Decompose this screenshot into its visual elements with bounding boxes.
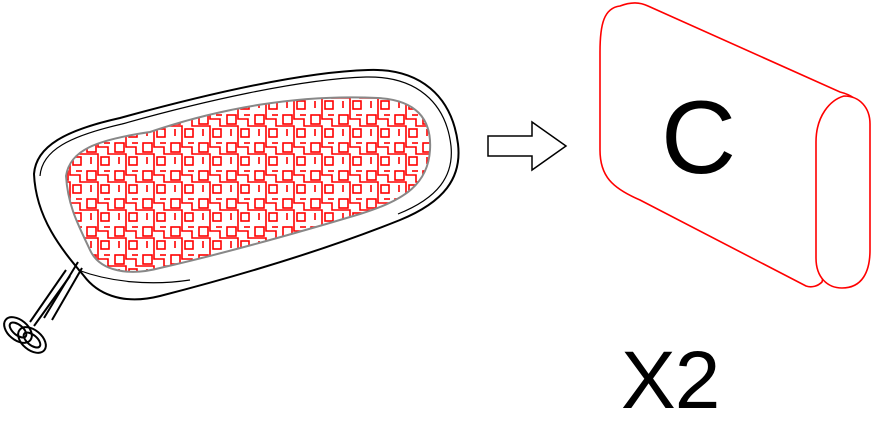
fabric-seam-edge	[39, 76, 452, 215]
part-label: C	[661, 80, 737, 196]
fabric-pattern-area	[64, 96, 432, 273]
quantity-label: X2	[621, 335, 720, 426]
scissors-icon	[3, 261, 83, 354]
fabric-piece	[32, 68, 460, 301]
pillow-front-face	[599, 2, 863, 288]
pillow-part	[599, 2, 871, 289]
pillow-end-face	[815, 95, 871, 289]
cut-line	[77, 269, 191, 284]
arrow-right-icon	[487, 120, 568, 172]
